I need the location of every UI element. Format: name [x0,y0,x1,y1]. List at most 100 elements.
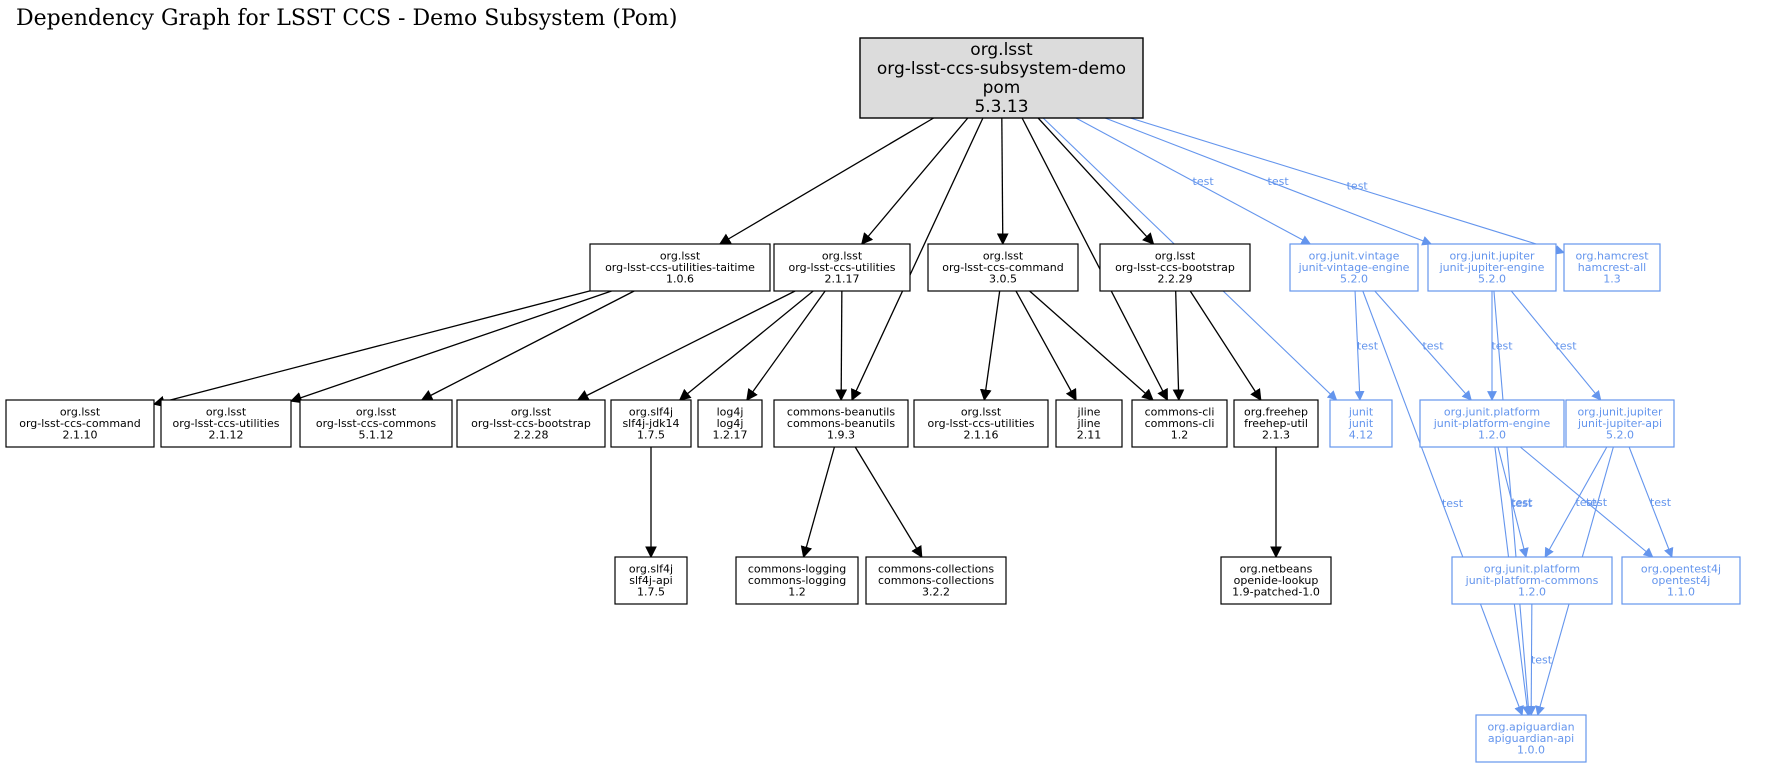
node-label-root-line-2: pom [983,78,1021,98]
node-label-commons5112-line-1: org-lsst-ccs-commons [316,417,437,430]
node-label-jline-line-0: jline [1077,405,1101,418]
node-label-command2110-line-0: org.lsst [60,405,101,418]
node-box-freehep [1233,399,1319,448]
graph-title: Dependency Graph for LSST CCS - Demo Sub… [16,6,678,31]
edge-root-to-hamcrest [1130,117,1565,255]
edge-label-jupiterengine-to-apiguardian: test [1511,497,1533,510]
node-label-openide-line-2: 1.9-patched-1.0 [1232,585,1320,598]
node-label-logging-line-1: commons-logging [748,574,846,587]
node-label-opentest4j-line-0: org.opentest4j [1641,562,1721,575]
node-box-jline [1055,399,1123,448]
node-box-slf4jjdk [610,399,692,448]
node-label-slf4jjdk-line-0: org.slf4j [629,405,673,418]
edge-command305-to-jline [1015,290,1077,402]
node-label-commons5112-line-0: org.lsst [356,405,397,418]
edge-vintage-to-platformengine [1374,290,1472,401]
node-box-vintage [1289,243,1419,292]
edge-jupiterapi-to-platformcommons [1544,446,1608,558]
node-label-utilities2112-line-2: 2.1.12 [209,428,244,441]
node-label-root-line-3: 5.3.13 [974,97,1028,117]
edge-vintage-to-apiguardian [1362,290,1524,716]
edge-taitime-to-commons5112 [420,290,635,401]
node-label-utilities2117-line-1: org-lsst-ccs-utilities [789,261,896,274]
node-box-openide [1220,556,1332,605]
node-label-collections-line-1: commons-collections [878,574,994,587]
edge-label-vintage-to-junit: test [1357,340,1379,353]
node-box-bootstrap2229 [1099,243,1251,292]
node-label-freehep-line-1: freehep-util [1244,417,1308,430]
node-label-beanutils-line-2: 1.9.3 [827,428,855,441]
node-label-commonscli-line-2: 1.2 [1171,428,1189,441]
edge-taitime-to-command2110 [152,290,591,408]
edge-label-root-to-jupiterengine: test [1268,175,1290,188]
node-label-commonscli-line-1: commons-cli [1145,417,1215,430]
node-label-commonscli-line-0: commons-cli [1145,405,1215,418]
node-label-root-line-1: org-lsst-ccs-subsystem-demo [877,59,1126,79]
node-label-utilities2116-line-0: org.lsst [961,405,1002,418]
node-label-utilities2112-line-1: org-lsst-ccs-utilities [173,417,280,430]
node-label-slf4japi-line-1: slf4j-api [629,574,672,587]
node-platformengine: org.junit.platformjunit-platform-engine1… [1419,399,1565,448]
node-label-openide-line-0: org.netbeans [1240,562,1313,575]
node-label-command2110-line-2: 2.1.10 [63,428,98,441]
node-label-platformengine-line-2: 1.2.0 [1478,428,1506,441]
node-label-taitime-line-1: org-lsst-ccs-utilities-taitime [605,261,755,274]
edge-root-to-beanutils [851,117,984,402]
node-label-utilities2116-line-2: 2.1.16 [964,428,999,441]
node-label-openide-line-1: openide-lookup [1234,574,1319,587]
node-label-bootstrap2228-line-2: 2.2.28 [514,428,549,441]
node-label-opentest4j-line-1: opentest4j [1652,574,1711,587]
node-label-command305-line-1: org-lsst-ccs-command [942,261,1064,274]
node-box-log4j [697,399,763,448]
node-box-beanutils [773,399,909,448]
node-root: org.lsstorg-lsst-ccs-subsystem-demopom5.… [859,37,1144,119]
edge-vintage-to-junit [1354,290,1365,401]
node-label-bootstrap2228-line-0: org.lsst [511,405,552,418]
edge-label-jupiterapi-to-opentest4j: test [1650,496,1672,509]
edge-jupiterengine-to-jupiterapi [1510,290,1602,401]
node-label-utilities2117-line-0: org.lsst [822,249,863,262]
node-platformcommons: org.junit.platformjunit-platform-commons… [1451,556,1613,605]
node-label-bootstrap2229-line-2: 2.2.29 [1158,272,1193,285]
node-box-utilities2116 [913,399,1049,448]
node-box-slf4japi [614,556,688,605]
node-box-jupiterengine [1427,243,1557,292]
node-label-collections-line-0: commons-collections [878,562,994,575]
edge-label-jupiterapi-to-platformcommons: test [1575,496,1597,509]
node-label-hamcrest-line-2: 1.3 [1603,272,1621,285]
node-box-commonscli [1131,399,1228,448]
node-label-junit-line-2: 4.12 [1349,428,1374,441]
edge-root-to-commonscli [1021,117,1168,402]
edge-label-jupiterengine-to-platformengine: test [1491,340,1513,353]
node-label-log4j-line-1: log4j [717,417,744,430]
node-openide: org.netbeansopenide-lookup1.9-patched-1.… [1220,556,1332,605]
node-vintage: org.junit.vintagejunit-vintage-engine5.2… [1289,243,1419,292]
edge-label-root-to-vintage: test [1193,175,1215,188]
node-label-jupiterapi-line-0: org.junit.jupiter [1577,405,1663,418]
node-label-beanutils-line-1: commons-beanutils [787,417,895,430]
node-box-utilities2112 [160,399,292,448]
edge-command305-to-commonscli [1029,290,1154,401]
node-box-command2110 [5,399,155,448]
edge-label-vintage-to-platformengine: test [1422,340,1444,353]
node-label-platformcommons-line-0: org.junit.platform [1484,562,1580,575]
node-label-slf4japi-line-2: 1.7.5 [637,585,665,598]
node-jupiterengine: org.junit.jupiterjunit-jupiter-engine5.2… [1427,243,1557,292]
node-label-utilities2116-line-1: org-lsst-ccs-utilities [928,417,1035,430]
node-label-logging-line-0: commons-logging [748,562,846,575]
node-label-command305-line-0: org.lsst [983,249,1024,262]
